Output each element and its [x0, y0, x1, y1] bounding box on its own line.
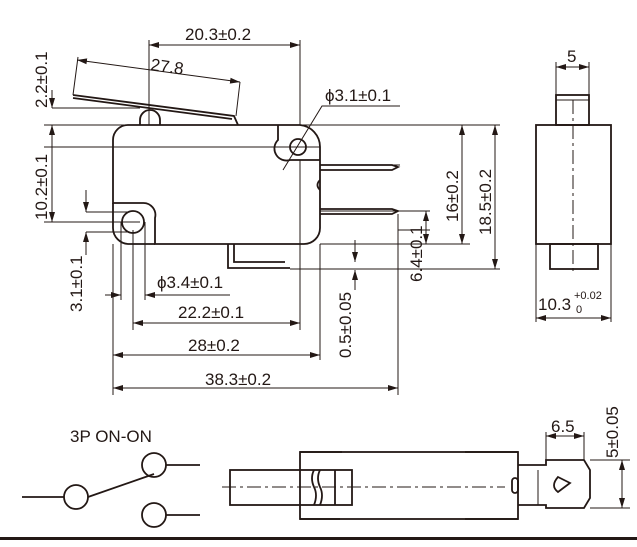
- side-view: 5 10.3 +0.02 0: [535, 47, 612, 322]
- dim-body-length: 28±0.2: [188, 336, 240, 355]
- terminal-nc: [227, 244, 290, 269]
- dim-side-width-tol-minus: 0: [576, 304, 582, 316]
- dim-side-width-tol-plus: +0.02: [574, 290, 602, 302]
- dim-terminal-18-5: 18.5±0.2: [476, 169, 495, 235]
- roller: [139, 109, 161, 125]
- dim-bottom-hole-dia: ϕ3.4±0.1: [157, 273, 223, 292]
- dim-roller-height: 2.2±0.1: [32, 51, 51, 108]
- side-bottom: [549, 243, 599, 270]
- dim-bottom-hole-offset: 3.1±0.1: [67, 255, 86, 312]
- dim-top-hole-dia: ϕ3.1±0.1: [325, 86, 391, 105]
- terminal-com: [320, 164, 401, 171]
- dim-plunger-width: 5: [567, 47, 576, 66]
- schematic-label: 3P ON-ON: [70, 427, 152, 446]
- front-view: 20.3±0.2 27.8 2.2±0.1 10.2±0.1 ϕ3.1±0.1 …: [32, 25, 500, 395]
- dim-hole-spacing-h: 22.2±0.1: [178, 303, 244, 322]
- dim-lever-offset: 20.3±0.2: [185, 25, 251, 44]
- dim-side-width: 10.3: [538, 295, 571, 314]
- dim-overall-length: 38.3±0.2: [205, 370, 271, 389]
- lever: [72, 94, 239, 126]
- dim-terminal-6-4: 6.4±0.1: [407, 225, 426, 282]
- bottom-lug: [112, 203, 155, 245]
- bottom-border: [0, 537, 637, 540]
- dim-terminal-length: 6.5: [551, 417, 575, 436]
- bottom-view: 6.5 5±0.05: [222, 406, 630, 520]
- dim-terminal-0-5: 0.5±0.05: [336, 292, 355, 358]
- bottom-body: [299, 451, 519, 520]
- dim-hole-spacing-v: 10.2±0.1: [32, 154, 51, 220]
- switch-schematic: 3P ON-ON: [22, 427, 200, 528]
- dim-lever-length: 27.8: [149, 55, 184, 78]
- dim-terminal-width: 5±0.05: [603, 406, 622, 458]
- top-lug: [273, 125, 320, 162]
- dim-terminal-16: 16±0.2: [443, 170, 462, 222]
- switch-body: [112, 124, 321, 245]
